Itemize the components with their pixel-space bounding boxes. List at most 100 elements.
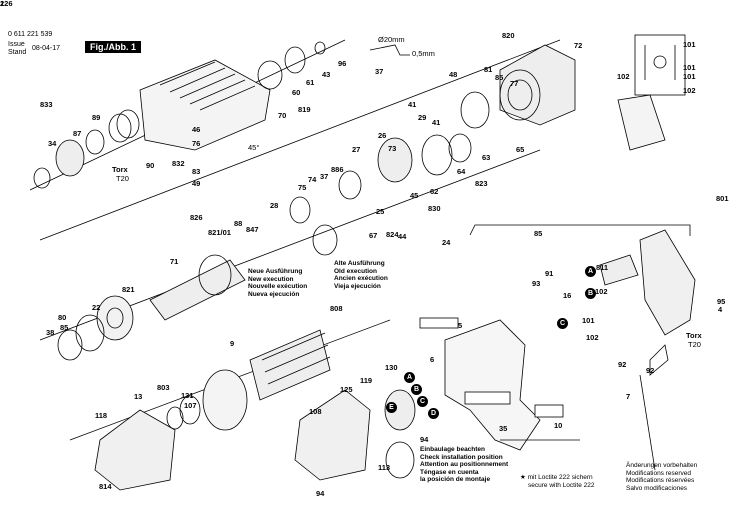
callout-811: 811 <box>596 263 609 272</box>
callout-131: 131 <box>181 391 194 400</box>
marker-a: A <box>585 266 596 277</box>
callout-45: 45 <box>410 191 419 200</box>
marker-c-2: C <box>417 396 428 407</box>
callout-821-01: 821/01 <box>208 228 231 237</box>
callout-101: 101 <box>683 63 696 72</box>
callout-819: 819 <box>298 105 311 114</box>
callout-126: 126 <box>0 0 13 8</box>
callout-4: 4 <box>718 305 723 314</box>
issue-label: Issue <box>8 41 25 48</box>
callout-824: 824 <box>386 230 399 239</box>
callout-6: 6 <box>430 355 435 364</box>
callout-801: 801 <box>716 194 729 203</box>
callout-62: 62 <box>430 187 439 196</box>
callout-830: 830 <box>428 204 441 213</box>
callout-76: 76 <box>192 139 201 148</box>
callout-107: 107 <box>184 401 197 410</box>
angle-label: 45° <box>248 143 260 152</box>
torx-label-a: Torx <box>112 165 128 174</box>
callout-101: 101 <box>683 72 696 81</box>
torx-size-b: T20 <box>688 340 701 349</box>
callout-113: 113 <box>378 463 391 472</box>
marker-d: D <box>428 408 439 419</box>
callout-60: 60 <box>292 88 301 97</box>
callout-820: 820 <box>502 31 515 40</box>
gear-housing <box>499 44 576 126</box>
callout-34: 34 <box>48 139 57 148</box>
callout-41: 41 <box>408 100 417 109</box>
callout-85: 85 <box>534 229 543 238</box>
marker-c: C <box>557 318 568 329</box>
callout-90: 90 <box>146 161 155 170</box>
armature <box>166 329 331 431</box>
callout-80: 80 <box>58 313 67 322</box>
callout-9: 9 <box>230 339 235 348</box>
callout-73: 73 <box>388 144 397 153</box>
marker-b: B <box>585 288 596 299</box>
callout-25: 25 <box>376 207 385 216</box>
callout-101: 101 <box>582 316 595 325</box>
callout-93: 93 <box>532 279 541 288</box>
callout-64: 64 <box>457 167 466 176</box>
callout-102: 102 <box>683 86 696 95</box>
marker-b-2: B <box>411 384 422 395</box>
callout-7: 7 <box>626 392 631 401</box>
callout-43: 43 <box>322 70 331 79</box>
handle-shell <box>639 229 696 336</box>
callout-87: 87 <box>73 129 82 138</box>
callout-71: 71 <box>170 257 179 266</box>
part-number: 0 611 221 539 <box>8 31 53 38</box>
stator-housing <box>294 389 371 481</box>
callout-29: 29 <box>418 113 427 122</box>
callout-37: 37 <box>375 67 384 76</box>
callout-118: 118 <box>95 411 108 420</box>
callout-49: 49 <box>192 179 201 188</box>
callout-72: 72 <box>574 41 583 50</box>
callout-81: 81 <box>484 65 493 74</box>
torx-label-b: Torx <box>686 331 702 340</box>
callout-119: 119 <box>360 376 373 385</box>
wiring-schematic <box>617 34 686 151</box>
chuck-assembly <box>33 109 140 189</box>
callout-847: 847 <box>246 225 259 234</box>
callout-46: 46 <box>192 125 201 134</box>
callout-826: 826 <box>190 213 203 222</box>
callout-35: 35 <box>499 424 508 433</box>
callout-61: 61 <box>306 78 315 87</box>
callout-70: 70 <box>278 111 287 120</box>
callout-63: 63 <box>482 153 491 162</box>
torx-size-a: T20 <box>116 174 129 183</box>
callout-27: 27 <box>352 145 361 154</box>
callout-5: 5 <box>458 321 463 330</box>
callout-83: 83 <box>192 167 201 176</box>
callout-814: 814 <box>99 482 112 491</box>
callout-16: 16 <box>563 291 572 300</box>
callout-125: 125 <box>340 385 353 394</box>
callout-102: 102 <box>595 287 608 296</box>
callout-89: 89 <box>92 113 101 122</box>
callout-94: 94 <box>420 435 429 444</box>
callout-92: 92 <box>618 360 627 369</box>
dim-diameter: Ø20mm <box>378 35 405 44</box>
callout-77: 77 <box>510 79 519 88</box>
callout-22: 22 <box>92 303 101 312</box>
callout-24: 24 <box>442 238 451 247</box>
callout-74: 74 <box>308 175 317 184</box>
callout-102: 102 <box>586 333 599 342</box>
callout-37: 37 <box>320 172 329 181</box>
callout-886: 886 <box>331 165 344 174</box>
cylinder-housing <box>139 59 271 151</box>
callout-65: 65 <box>516 145 525 154</box>
callout-95: 95 <box>717 297 726 306</box>
callout-26: 26 <box>378 131 387 140</box>
callout-832: 832 <box>172 159 185 168</box>
callout-96: 96 <box>338 59 347 68</box>
callout-833: 833 <box>40 100 53 109</box>
fan-housing <box>94 409 176 491</box>
marker-e: E <box>386 402 397 413</box>
callout-28: 28 <box>270 201 279 210</box>
callout-85: 85 <box>495 73 504 82</box>
